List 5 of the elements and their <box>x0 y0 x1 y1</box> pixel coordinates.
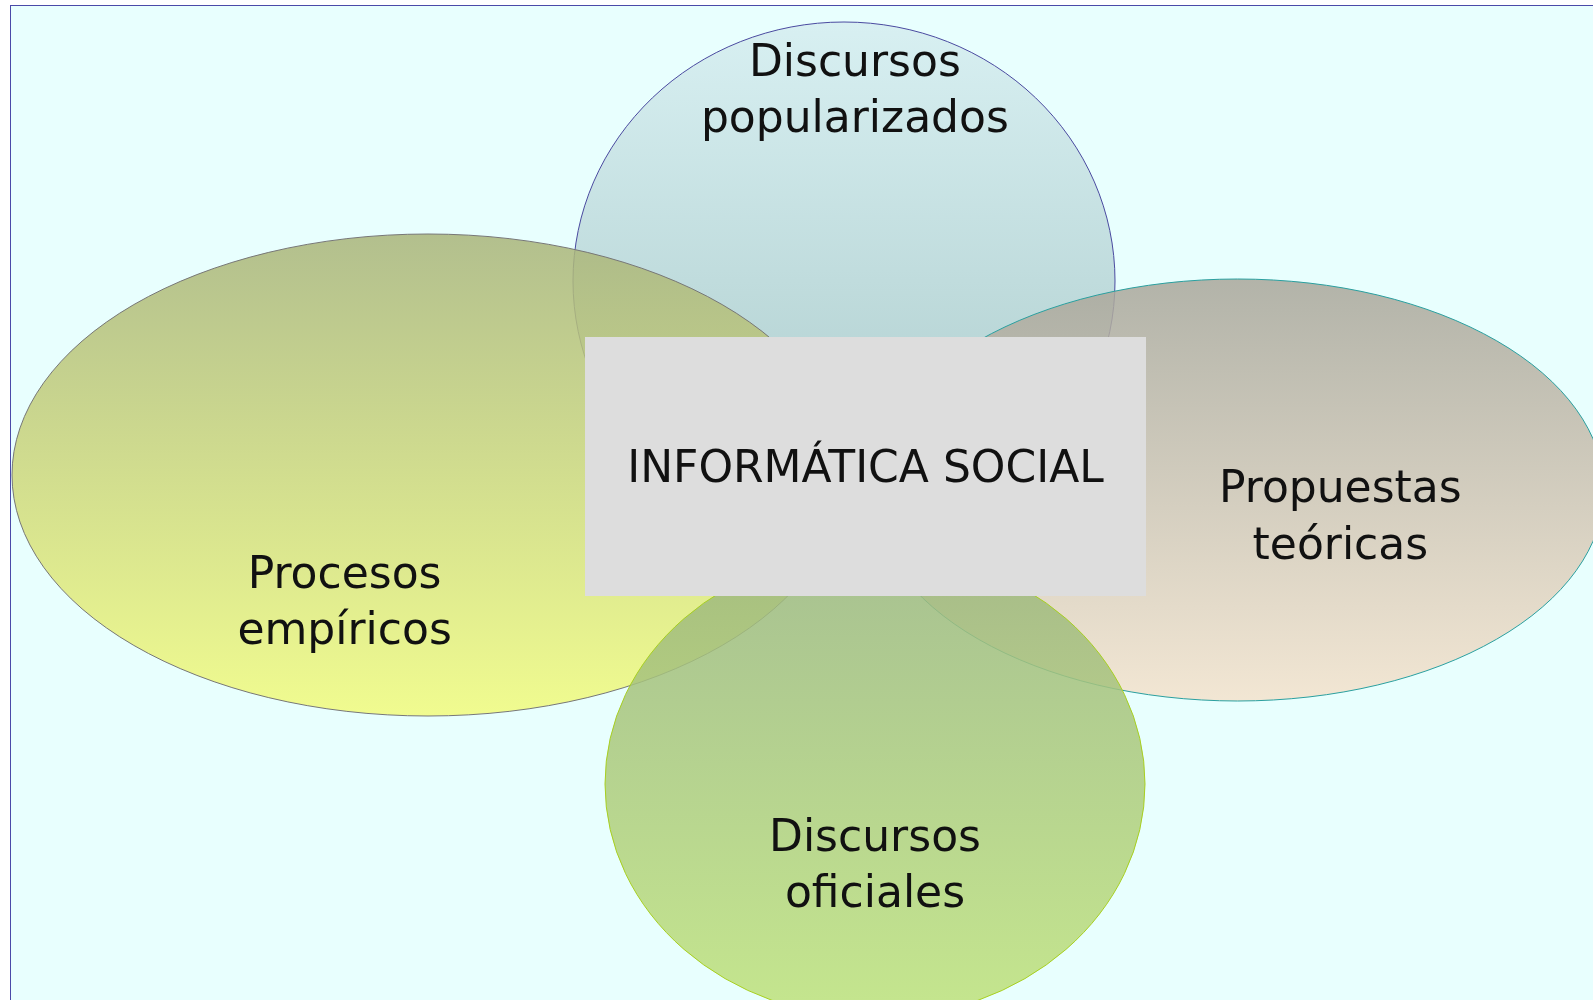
ellipse-label: Discursos oficiales <box>768 808 982 919</box>
title-text: INFORMÁTICA SOCIAL <box>626 439 1105 494</box>
ellipse-label: Discursos popularizados <box>699 33 1010 144</box>
ellipse-label: Procesos empíricos <box>236 545 453 656</box>
ellipse-label: Propuestas teóricas <box>1218 460 1463 571</box>
